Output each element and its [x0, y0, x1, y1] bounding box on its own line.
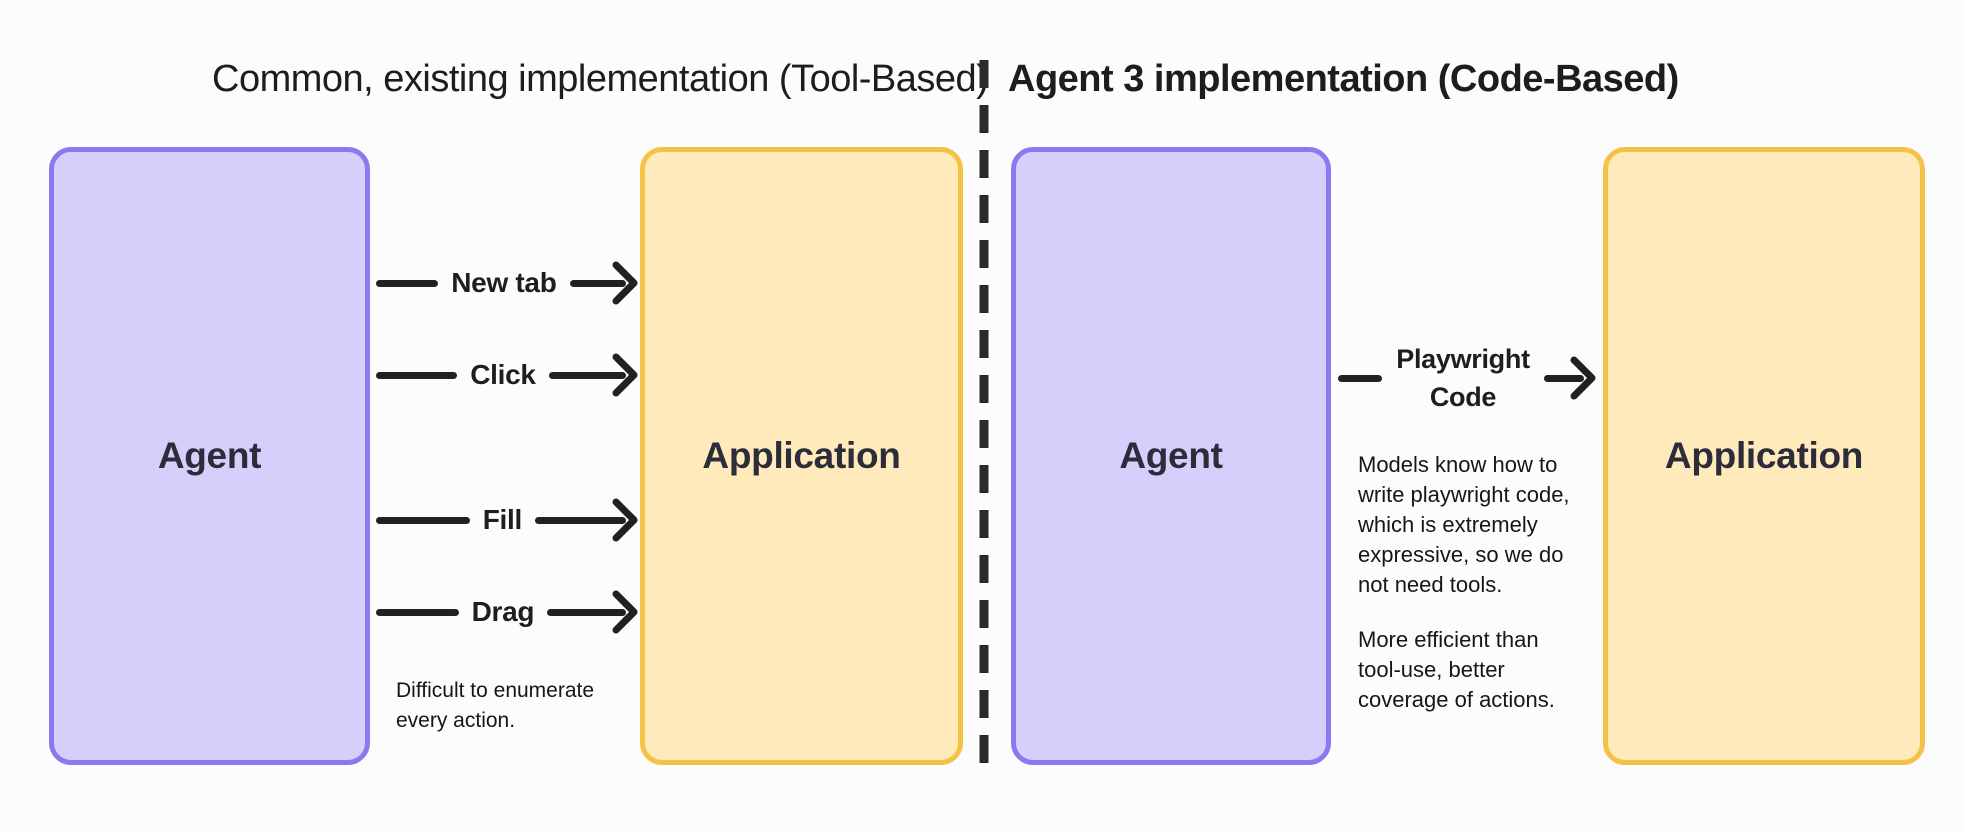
right-agent-label: Agent	[1119, 435, 1223, 476]
arrow-shaft	[548, 352, 638, 398]
arrow-shaft	[569, 260, 638, 306]
note-line: every action.	[396, 709, 516, 732]
panel-divider	[979, 60, 989, 778]
note-line: coverage of actions.	[1358, 687, 1555, 712]
left-agent-box: Agent	[49, 147, 370, 765]
arrow-line	[569, 279, 626, 287]
note-line: Models know how to	[1358, 452, 1558, 477]
arrow-label: New tab	[451, 267, 557, 298]
right-application-box: Application	[1603, 147, 1925, 765]
arrow-label-line: Playwright	[1396, 344, 1530, 374]
arrow-playwright-code: Playwright Code	[1338, 338, 1596, 418]
arrow-drag: Drag	[376, 588, 638, 636]
arrow-label: Fill	[482, 504, 523, 535]
arrow-label: Drag	[471, 596, 535, 627]
note-line: expressive, so we do	[1358, 542, 1564, 567]
arrow-line	[547, 608, 626, 616]
arrowhead-icon	[1570, 356, 1596, 400]
note-paragraph: More efficient than tool-use, better cov…	[1358, 625, 1570, 715]
left-panel-note: Difficult to enumerate every action.	[396, 676, 594, 736]
right-agent-box: Agent	[1011, 147, 1331, 765]
arrow-line	[1338, 374, 1382, 382]
arrow-line	[534, 516, 626, 524]
right-panel-note: Models know how to write playwright code…	[1358, 450, 1570, 715]
arrow-label-line: Code	[1429, 382, 1497, 412]
arrow-label: Click	[470, 359, 536, 390]
note-line: which is extremely	[1358, 512, 1538, 537]
left-agent-label: Agent	[157, 435, 262, 476]
note-line: More efficient than	[1358, 627, 1539, 652]
left-application-label: Application	[702, 435, 901, 476]
arrowhead-icon	[612, 590, 638, 634]
arrow-fill: Fill	[376, 496, 638, 544]
arrow-new-tab: New tab	[376, 259, 638, 307]
right-application-label: Application	[1664, 435, 1864, 476]
arrow-line	[376, 371, 458, 379]
arrow-line	[548, 371, 626, 379]
arrow-shaft	[534, 497, 638, 543]
arrowhead-icon	[612, 261, 638, 305]
note-line: Difficult to enumerate	[396, 679, 595, 702]
arrow-line	[376, 516, 470, 524]
arrow-line	[1544, 374, 1584, 382]
arrowhead-icon	[612, 498, 638, 542]
arrowhead-icon	[612, 353, 638, 397]
left-panel-title: Common, existing implementation (Tool-Ba…	[212, 58, 989, 100]
note-line: write playwright code,	[1358, 482, 1570, 507]
arrow-line	[376, 279, 439, 287]
arrow-click: Click	[376, 351, 638, 399]
note-paragraph: Models know how to write playwright code…	[1358, 450, 1570, 600]
left-application-box: Application	[640, 147, 963, 765]
arrow-shaft	[1544, 355, 1596, 401]
arrow-shaft	[547, 589, 638, 635]
arrow-line	[376, 608, 459, 616]
right-panel-title: Agent 3 implementation (Code-Based)	[1008, 58, 1679, 100]
note-line: not need tools.	[1358, 572, 1503, 597]
arrow-label: Playwright Code	[1394, 340, 1532, 416]
note-line: tool-use, better	[1358, 657, 1505, 682]
